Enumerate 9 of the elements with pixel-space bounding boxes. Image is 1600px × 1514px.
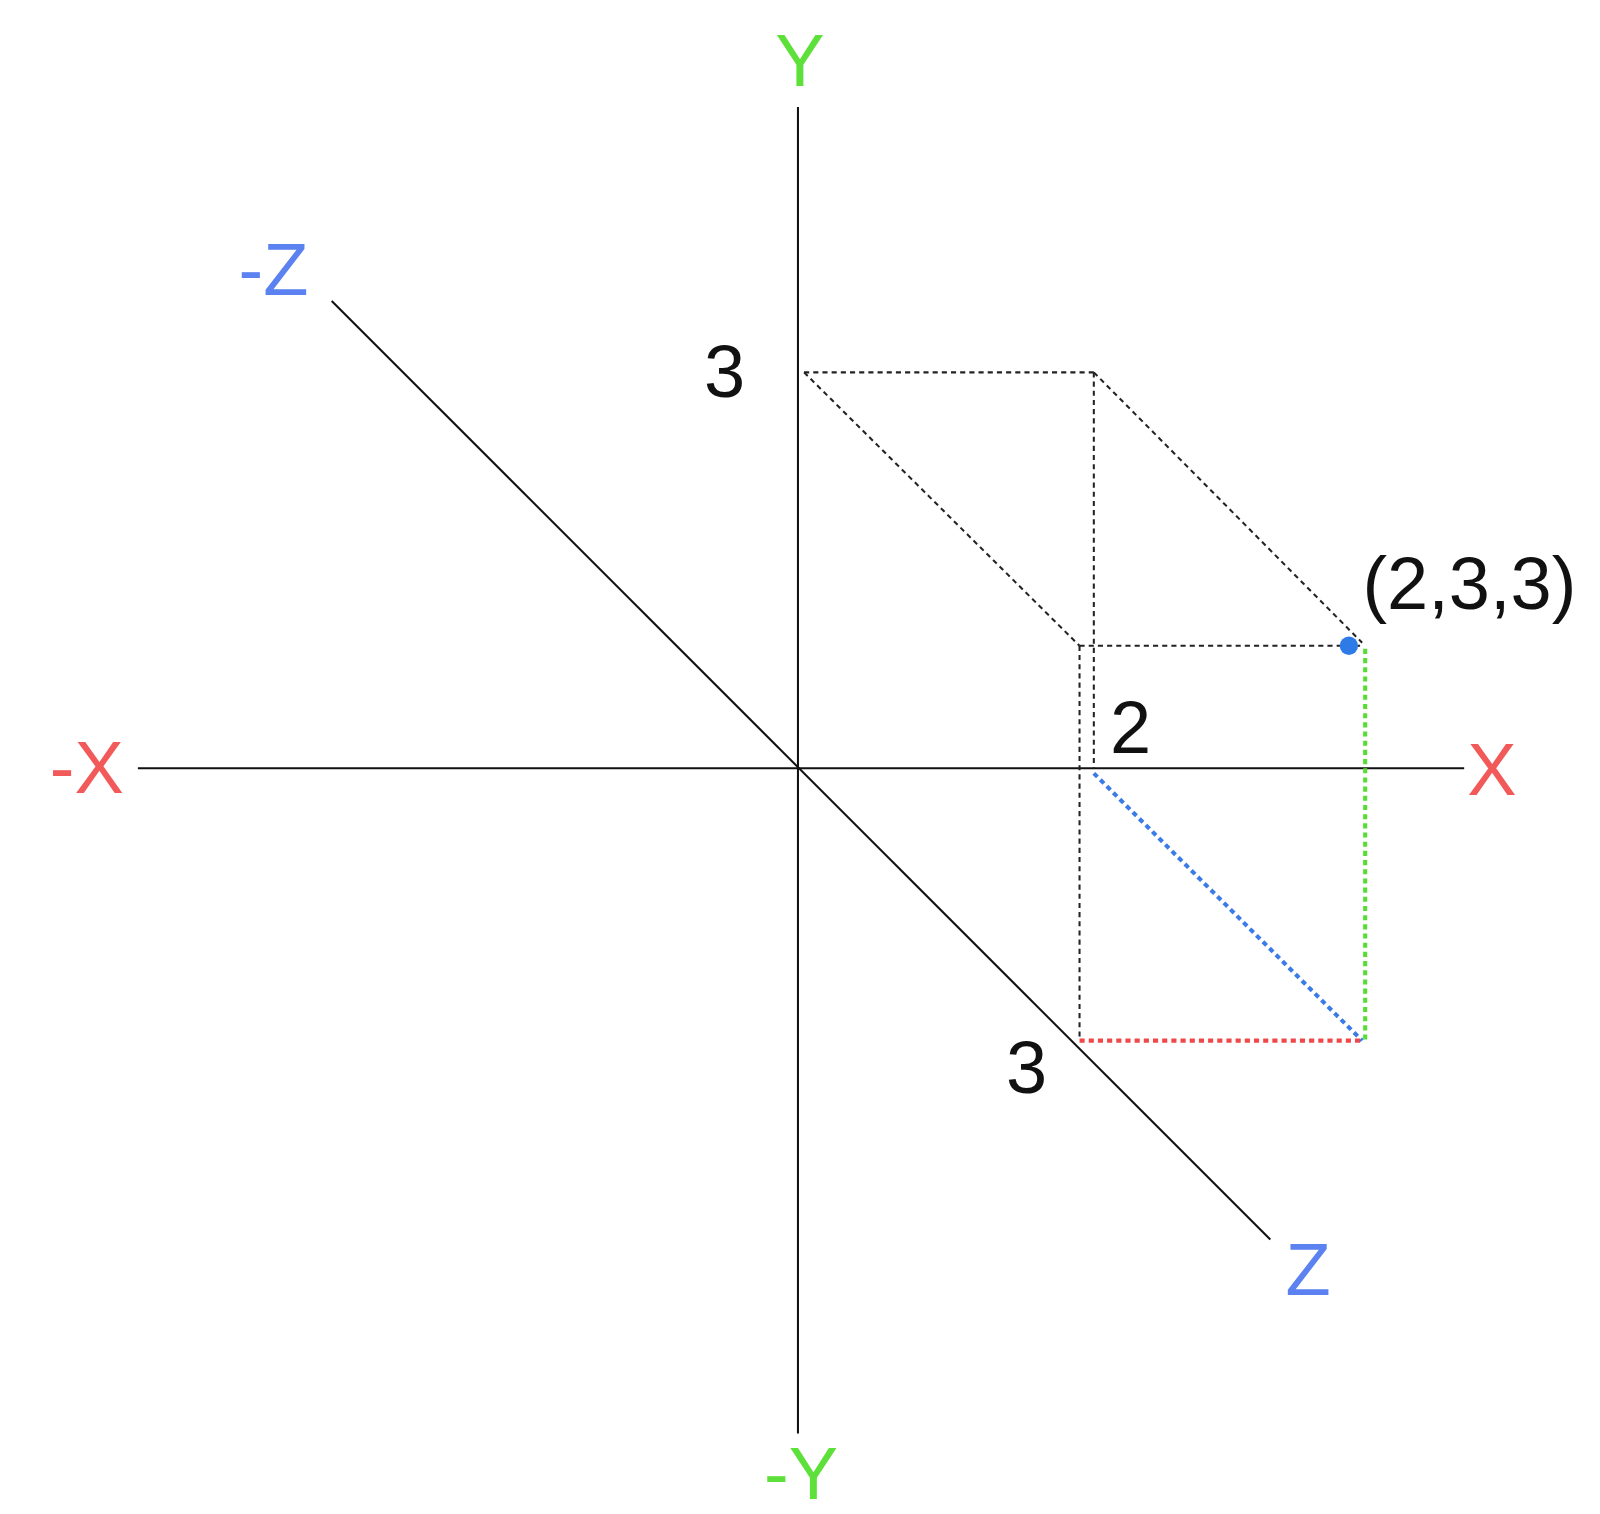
tick-label: 3 [703,335,746,410]
tick-label: 2 [1110,690,1152,765]
axis-label: -Z [238,233,309,308]
axis-label: X [1467,733,1517,808]
tick-label: 3 [1005,1031,1048,1106]
axis-label: Z [1285,1233,1331,1308]
axis-label: -X [49,731,124,806]
axis-label: -Y [764,1437,838,1512]
axis-label: Y [775,24,825,99]
